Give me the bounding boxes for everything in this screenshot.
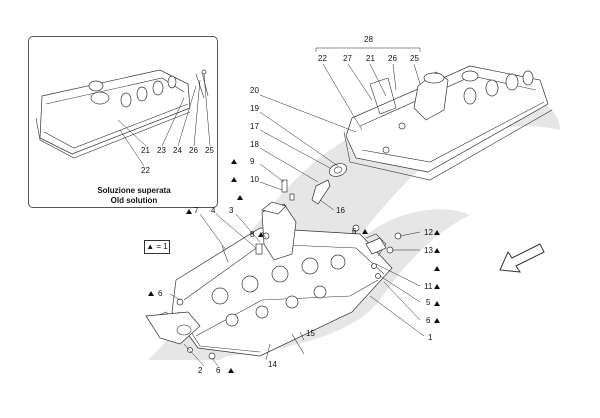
callout-19: 19 — [250, 104, 259, 113]
callout-20: 20 — [250, 86, 259, 95]
callout-18: 18 — [250, 140, 259, 149]
callout-8: 8 — [250, 230, 255, 239]
callout-12: 12 — [424, 228, 433, 237]
callout-13: 13 — [424, 246, 433, 255]
callout-6-a: 6 — [352, 227, 357, 236]
inset-callout-25: 25 — [205, 146, 214, 155]
callout-5: 5 — [426, 298, 431, 307]
callout-21-top: 21 — [366, 54, 375, 63]
small-parts — [145, 163, 402, 360]
callout-2: 2 — [198, 366, 203, 375]
callout-4: 4 — [211, 206, 216, 215]
callout-26-top: 26 — [388, 54, 397, 63]
inset-callout-26: 26 — [189, 146, 198, 155]
inset-callout-21: 21 — [141, 146, 150, 155]
callout-7: 7 — [194, 206, 199, 215]
leader-lines — [117, 47, 425, 367]
callout-16: 16 — [336, 206, 345, 215]
callout-10: 10 — [250, 175, 259, 184]
callout-22-top: 22 — [318, 54, 327, 63]
callout-6-d: 6 — [216, 366, 221, 375]
inset-caption: Soluzione superata Old solution — [74, 186, 194, 206]
inset-caption-italian: Soluzione superata — [97, 186, 171, 195]
quantity-legend: ▲ = 1 — [144, 240, 170, 254]
cam-cover — [343, 65, 553, 181]
callout-6-b: 6 — [426, 316, 431, 325]
callout-14: 14 — [268, 360, 277, 369]
inset-callout-24: 24 — [173, 146, 182, 155]
callout-1: 1 — [428, 333, 433, 342]
callout-9: 9 — [250, 157, 255, 166]
callout-3: 3 — [229, 206, 234, 215]
callout-17: 17 — [250, 122, 259, 131]
callout-25-top: 25 — [410, 54, 419, 63]
inset-caption-english: Old solution — [110, 196, 158, 205]
callout-27: 27 — [343, 54, 352, 63]
inset-callout-23: 23 — [157, 146, 166, 155]
inset-cam-cover — [35, 69, 209, 159]
callout-15: 15 — [306, 329, 315, 338]
callout-11: 11 — [424, 282, 433, 291]
callout-6-c: 6 — [158, 289, 163, 298]
triangle-marker-icon — [148, 159, 440, 373]
inset-callout-22: 22 — [141, 166, 150, 175]
old-solution-inset — [28, 36, 218, 208]
callout-28: 28 — [364, 35, 373, 44]
arrow-left-down-icon — [499, 243, 545, 273]
